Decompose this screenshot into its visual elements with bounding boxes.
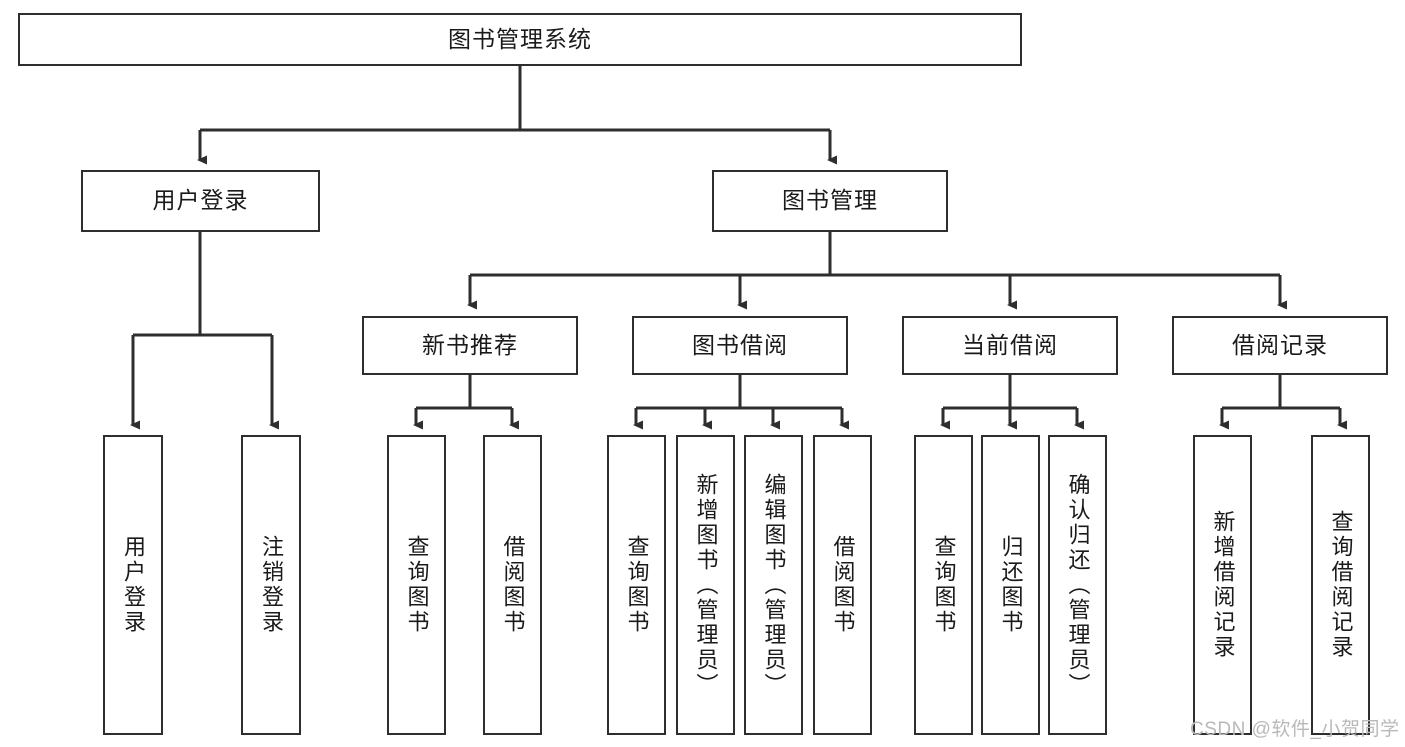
node-label: 查询借阅记录 <box>1328 510 1354 660</box>
node-label: 图书借阅 <box>692 331 788 358</box>
node-current-borrowing[interactable]: 当前借阅 <box>902 316 1118 375</box>
leaf-borrow-query-book[interactable]: 查询图书 <box>607 435 666 735</box>
node-label: 查询图书 <box>624 535 650 635</box>
node-book-borrowing[interactable]: 图书借阅 <box>632 316 848 375</box>
node-book-management[interactable]: 图书管理 <box>712 170 948 232</box>
node-label: 图书管理系统 <box>448 25 592 52</box>
leaf-new-book-borrow-book[interactable]: 借阅图书 <box>483 435 542 735</box>
leaf-borrow-add-book-admin[interactable]: 新增图书（管理员） <box>676 435 735 735</box>
node-label: 新书推荐 <box>422 331 518 358</box>
leaf-record-query-borrow-record[interactable]: 查询借阅记录 <box>1311 435 1370 735</box>
node-label: 确认归还（管理员） <box>1065 472 1091 698</box>
leaf-user-login-logout[interactable]: 注销登录 <box>241 435 301 735</box>
node-label: 图书管理 <box>782 187 878 214</box>
leaf-current-confirm-return-admin[interactable]: 确认归还（管理员） <box>1048 435 1107 735</box>
node-label: 新增图书（管理员） <box>693 472 719 698</box>
node-user-login[interactable]: 用户登录 <box>81 170 320 232</box>
watermark-text: CSDN @软件_小贺同学 <box>1190 719 1400 740</box>
node-new-book-recommendation[interactable]: 新书推荐 <box>362 316 578 375</box>
node-borrowing-record[interactable]: 借阅记录 <box>1172 316 1388 375</box>
leaf-user-login-login[interactable]: 用户登录 <box>103 435 163 735</box>
node-label: 查询图书 <box>931 535 957 635</box>
node-label: 借阅记录 <box>1232 331 1328 358</box>
leaf-borrow-borrow-book[interactable]: 借阅图书 <box>813 435 872 735</box>
leaf-new-book-query-book[interactable]: 查询图书 <box>387 435 446 735</box>
node-label: 借阅图书 <box>830 535 856 635</box>
node-label: 用户登录 <box>121 535 146 635</box>
node-label: 注销登录 <box>259 535 284 635</box>
node-label: 借阅图书 <box>500 535 526 635</box>
node-label: 新增借阅记录 <box>1210 510 1236 660</box>
leaf-record-add-borrow-record[interactable]: 新增借阅记录 <box>1193 435 1252 735</box>
node-label: 当前借阅 <box>962 331 1058 358</box>
node-root-book-management-system[interactable]: 图书管理系统 <box>18 13 1022 66</box>
node-label: 编辑图书（管理员） <box>761 472 787 698</box>
leaf-current-return-book[interactable]: 归还图书 <box>981 435 1040 735</box>
leaf-borrow-edit-book-admin[interactable]: 编辑图书（管理员） <box>744 435 803 735</box>
node-label: 查询图书 <box>404 535 430 635</box>
leaf-current-query-book[interactable]: 查询图书 <box>914 435 973 735</box>
node-label: 用户登录 <box>152 187 249 214</box>
node-label: 归还图书 <box>998 535 1024 635</box>
